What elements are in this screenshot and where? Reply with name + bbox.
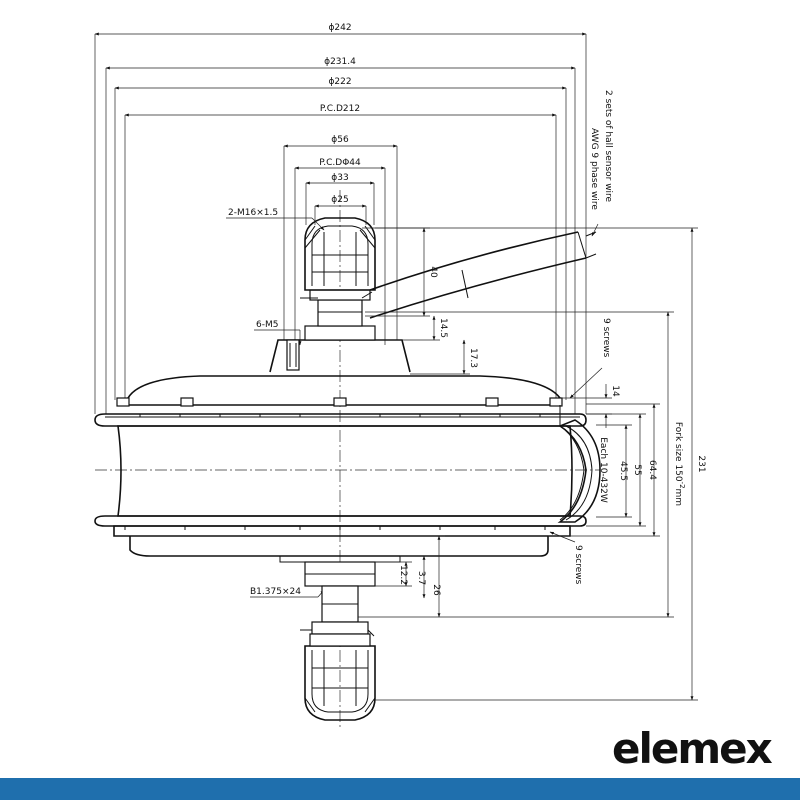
dim-d25: ϕ25 <box>331 195 348 205</box>
bottom-vertical-dimensions: 12.2 3.7 26 <box>375 535 445 618</box>
dim-fork-size: Fork size 150-2mm <box>673 422 686 506</box>
fork-size-tolerance: -2 <box>678 482 686 489</box>
dim-h55: 55 <box>632 464 642 475</box>
fork-size-label: Fork size 150 <box>673 422 683 482</box>
dim-h17-3: 17.3 <box>468 348 478 368</box>
dim-h14-5: 14.5 <box>438 318 448 338</box>
dim-h64-4: 64.4 <box>647 460 657 480</box>
center-lines <box>95 190 600 730</box>
dim-h26: 26 <box>431 584 441 596</box>
label-m5: 6-M5 <box>256 320 278 330</box>
dim-d242: ϕ242 <box>328 23 351 33</box>
note-phase-wire: AWG 9 phase wire <box>589 128 599 210</box>
side-vertical-dimensions: 45.5 55 64.4 Fork size 150-2mm 231 Each … <box>358 227 706 701</box>
rim-label: Each 10-432W <box>598 437 608 503</box>
dim-h3-7: 3.7 <box>416 571 426 585</box>
top-axle <box>286 217 376 371</box>
dim-pcd212: P.C.D212 <box>320 104 360 114</box>
dim-h231: 231 <box>696 455 706 472</box>
dim-d56: ϕ56 <box>331 135 349 145</box>
note-screws-top: 9 screws <box>601 318 611 358</box>
footer-bar <box>0 778 800 800</box>
annotations: 2 sets of hall sensor wire AWG 9 phase w… <box>549 90 613 585</box>
brand-logo: elemex <box>612 724 773 773</box>
dim-h40: 40 <box>428 266 438 278</box>
label-m16: 2-M16×1.5 <box>228 208 278 218</box>
dim-h14: 14 <box>610 385 620 397</box>
dim-d222: ϕ222 <box>328 77 351 87</box>
dim-d33: ϕ33 <box>331 173 348 183</box>
diameter-dimensions: ϕ242 ϕ231.4 ϕ222 P.C.D212 ϕ56 P.C.DΦ44 ϕ… <box>94 23 587 414</box>
note-screws-bottom: 9 screws <box>573 545 583 585</box>
dim-pcd44: P.C.DΦ44 <box>319 158 361 168</box>
label-b1375: B1.375×24 <box>250 587 301 597</box>
note-hall-sensor: 2 sets of hall sensor wire <box>603 90 613 203</box>
bottom-axle <box>300 561 376 721</box>
dim-h45-5: 45.5 <box>618 461 628 481</box>
motor-body <box>94 339 601 563</box>
top-vertical-dimensions: 40 14.5 17.3 14 <box>362 227 620 428</box>
dim-h12-2: 12.2 <box>398 565 408 585</box>
cable <box>369 231 597 319</box>
dim-d231-4: ϕ231.4 <box>324 57 356 67</box>
thread-callouts: 2-M16×1.5 6-M5 B1.375×24 <box>226 208 325 598</box>
fork-size-unit: mm <box>673 489 683 507</box>
